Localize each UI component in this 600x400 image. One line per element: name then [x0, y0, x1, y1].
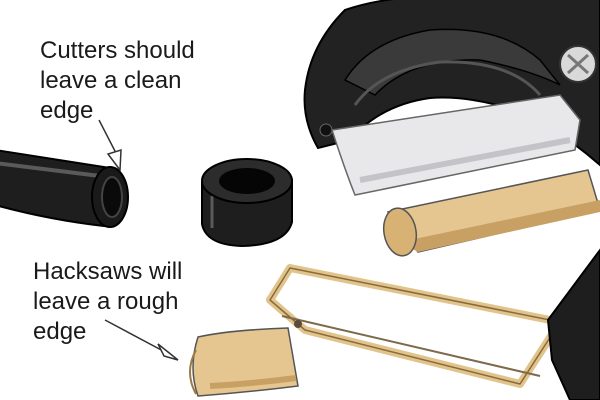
copper-pipe-offcut-icon — [189, 327, 299, 397]
arrow-icon — [104, 319, 179, 361]
hacksaws-caption: Hacksaws will leave a rough edge — [33, 257, 182, 347]
cutters-caption-line: Cutters should — [40, 37, 195, 64]
cutters-caption-line: leave a clean — [40, 67, 182, 94]
hacksaws-caption-line: leave a rough — [33, 288, 179, 315]
arrow-icon — [98, 119, 122, 173]
hacksaw-icon — [266, 248, 600, 400]
cutters-caption: Cutters should leave a clean edge — [40, 36, 195, 126]
cutters-caption-line: edge — [40, 97, 94, 124]
rubber-hose-icon — [0, 149, 129, 228]
pipe-cutter-icon — [303, 0, 600, 196]
pipe-offcut-icon — [201, 158, 293, 248]
hacksaws-caption-line: Hacksaws will — [33, 258, 183, 285]
hacksaws-caption-line: edge — [33, 318, 87, 345]
copper-pipe-icon — [382, 169, 600, 257]
